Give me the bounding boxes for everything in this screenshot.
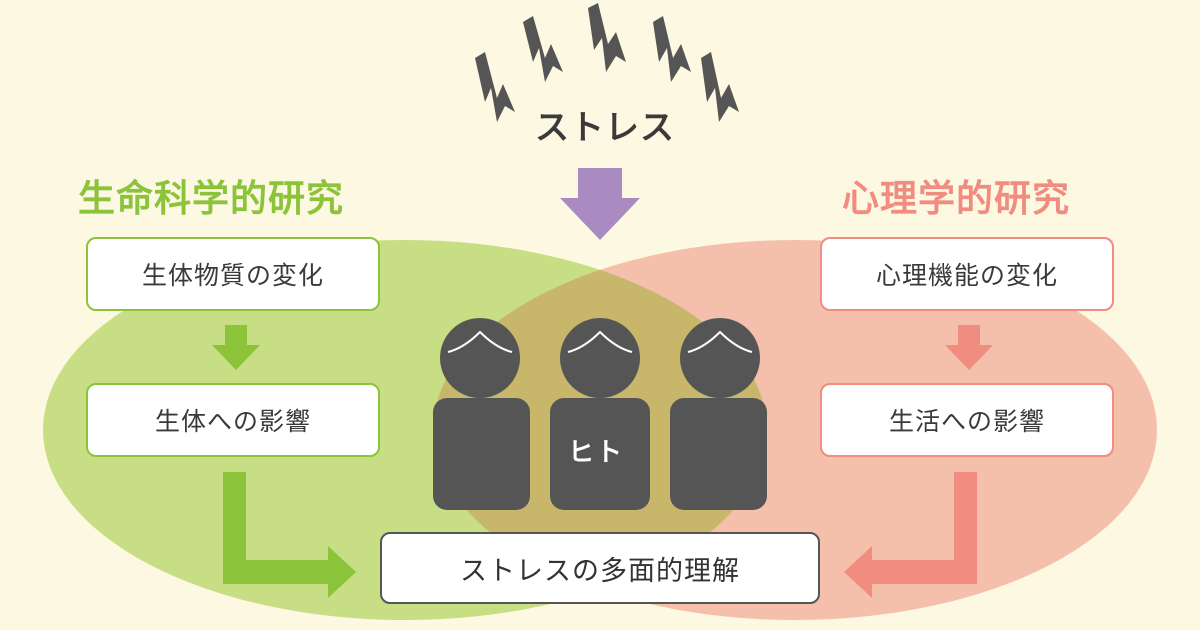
pink-down-arrow [945, 325, 993, 370]
pink-l-arrow [844, 472, 977, 598]
stress-bolts [475, 3, 739, 122]
human-label: ヒト [568, 438, 625, 468]
lightning-bolt-icon [475, 52, 515, 122]
lightning-bolt-icon [653, 16, 691, 82]
result-box: ストレスの多面的理解 [380, 532, 820, 604]
biology-heading: 生命科学的研究 [78, 177, 344, 220]
people-group [433, 318, 767, 510]
psychology-heading: 心理学的研究 [842, 177, 1070, 220]
lightning-bolt-icon [701, 52, 739, 122]
person-icon [550, 318, 650, 510]
person-icon [433, 318, 530, 510]
person-icon [670, 318, 767, 510]
lightning-bolt-icon [523, 16, 563, 82]
stress-arrow [560, 168, 640, 240]
lightning-bolt-icon [588, 3, 626, 72]
psychology-step1-box: 心理機能の変化 [820, 237, 1114, 311]
biology-step1-box: 生体物質の変化 [86, 237, 380, 311]
green-l-arrow [223, 472, 356, 598]
biology-step2-box: 生体への影響 [86, 383, 380, 457]
psychology-step2-box: 生活への影響 [820, 383, 1114, 457]
green-down-arrow [212, 325, 260, 370]
stress-label: ストレス [535, 108, 675, 148]
